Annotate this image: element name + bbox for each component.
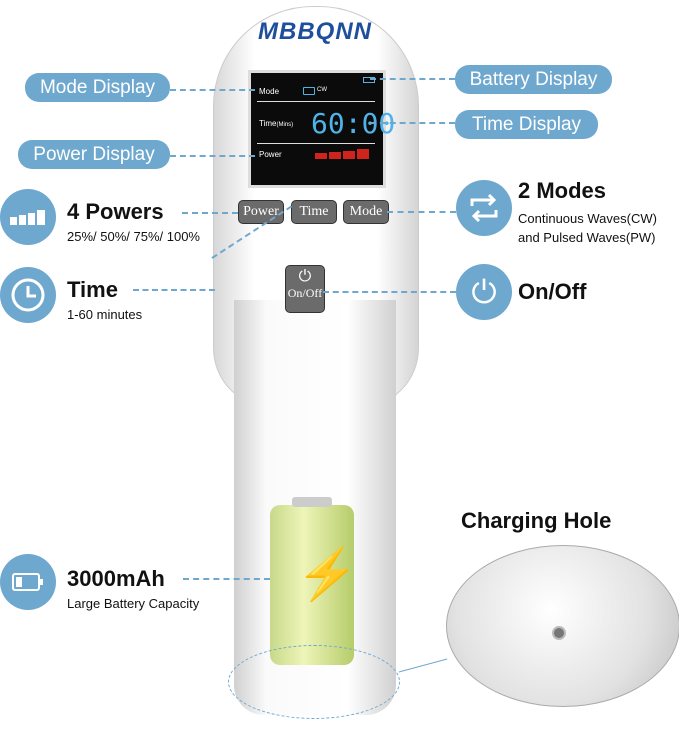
lcd-mode-value: CW	[317, 87, 327, 93]
charging-hole-title: Charging Hole	[461, 508, 612, 533]
lcd-power-label: Power	[259, 150, 282, 159]
lightning-icon: ⚡	[296, 546, 359, 602]
powers-title: 4 Powers	[67, 199, 164, 224]
modes-desc-cw: Continuous Waves(CW)	[518, 211, 657, 226]
battery-title: 3000mAh	[67, 566, 165, 591]
lcd-time-unit: (Mins)	[276, 122, 294, 128]
time-desc: 1-60 minutes	[67, 307, 143, 322]
lcd-time-label: Time	[259, 119, 277, 128]
battery-desc: Large Battery Capacity	[67, 596, 200, 611]
modes-switch-icon	[456, 180, 512, 236]
charging-port	[552, 626, 566, 640]
power-onoff-icon: ⏻	[456, 264, 512, 320]
charging-area-highlight	[228, 645, 400, 719]
battery-level-icon	[363, 77, 375, 83]
clock-icon	[0, 267, 56, 323]
brand-logo: MBBQNN	[258, 18, 372, 45]
modes-title: 2 Modes	[518, 178, 607, 203]
onoff-button[interactable]: ⏻ On/Off	[285, 265, 325, 313]
time-button[interactable]: Time	[291, 200, 337, 224]
lcd-mode-label: Mode	[259, 87, 280, 96]
onoff-title: On/Off	[518, 279, 587, 304]
power-level-bars	[315, 149, 369, 159]
battery-graphic: ⚡	[270, 497, 358, 665]
power-button[interactable]: Power	[238, 200, 284, 224]
power-icon: ⏻	[298, 268, 312, 285]
battery-icon	[0, 554, 56, 610]
power-display-callout: Power Display	[18, 140, 170, 169]
lcd-screen: Mode CW Time(Mins) 60:00 Power	[248, 70, 395, 188]
time-title: Time	[67, 277, 118, 302]
mode-button[interactable]: Mode	[343, 200, 389, 224]
powers-desc: 25%/ 50%/ 75%/ 100%	[67, 229, 200, 244]
mode-icon	[303, 87, 315, 95]
modes-desc-pw: and Pulsed Waves(PW)	[518, 230, 656, 245]
charging-hole-closeup	[446, 545, 679, 707]
battery-display-callout: Battery Display	[455, 65, 612, 94]
power-levels-icon	[0, 189, 56, 245]
mode-display-callout: Mode Display	[25, 73, 170, 102]
time-display-callout: Time Display	[455, 110, 598, 139]
